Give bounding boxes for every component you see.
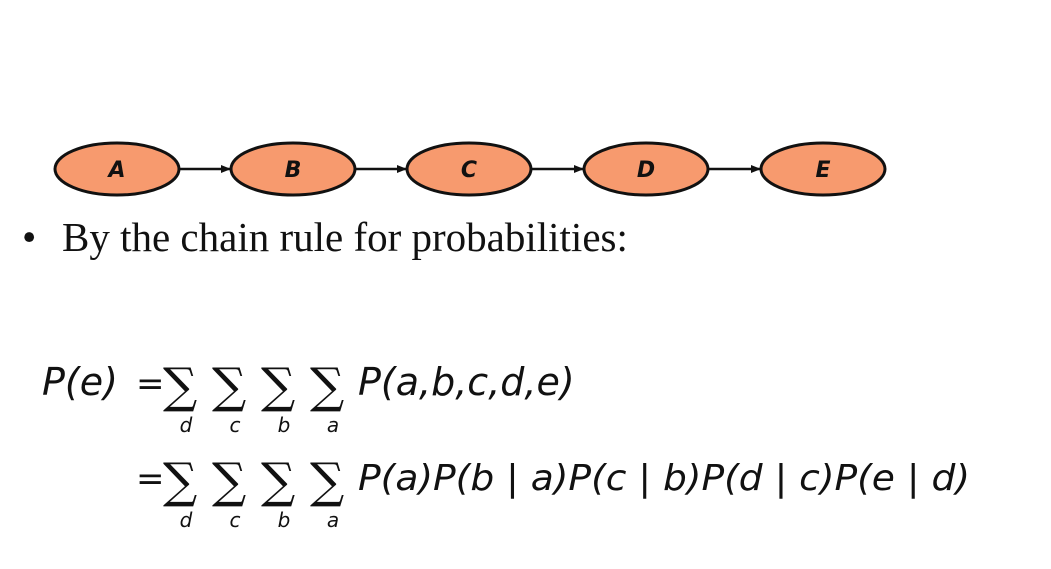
sum-symbol-a-2: ∑ <box>310 453 344 509</box>
node-c: C <box>405 141 533 197</box>
node-d: D <box>582 141 710 197</box>
equals-sign-1: = <box>136 364 165 404</box>
sum-index-d-1: d <box>180 413 193 437</box>
joint-probability: P(a,b,c,d,e) <box>358 360 575 404</box>
sum-symbol-d-2: ∑ <box>163 453 197 509</box>
node-a-shape <box>53 141 181 197</box>
sum-symbol-b-2: ∑ <box>261 453 295 509</box>
sum-index-d-2: d <box>180 508 193 532</box>
sum-index-c-1: c <box>230 413 241 437</box>
node-b-shape <box>229 141 357 197</box>
node-e-shape <box>759 141 887 197</box>
bullet-text: By the chain rule for probabilities: <box>62 214 628 260</box>
factorized-probability: P(a)P(b | a)P(c | b)P(d | c)P(e | d) <box>358 458 970 499</box>
equation-line-1: P(e) = ∑ ∑ ∑ ∑ d c b a P(a,b,c,d,e) <box>42 358 575 437</box>
sum-index-c-2: c <box>230 508 241 532</box>
sum-index-a-1: a <box>327 413 339 437</box>
node-c-label: C <box>461 158 477 183</box>
node-d-shape <box>582 141 710 197</box>
sum-symbol-c-2: ∑ <box>212 453 246 509</box>
bullet-point: • By the chain rule for probabilities: <box>22 213 628 261</box>
sum-symbol-a-1: ∑ <box>310 358 344 414</box>
node-a: A <box>53 141 181 197</box>
node-b-label: B <box>285 158 302 183</box>
sum-index-b-2: b <box>278 508 291 532</box>
sum-index-a-2: a <box>327 508 339 532</box>
node-d-label: D <box>637 158 655 183</box>
node-e: E <box>759 141 887 197</box>
sum-symbol-c-1: ∑ <box>212 358 246 414</box>
node-b: B <box>229 141 357 197</box>
bullet-symbol: • <box>22 214 37 260</box>
sum-index-b-1: b <box>278 413 291 437</box>
node-e-label: E <box>815 158 830 183</box>
equation-line-2: = ∑ ∑ ∑ ∑ d c b a P(a)P(b | a)P(c | b)P(… <box>136 453 970 532</box>
node-c-shape <box>405 141 533 197</box>
node-a-label: A <box>106 158 125 183</box>
equation-lhs: P(e) <box>42 360 118 404</box>
sum-symbol-b-1: ∑ <box>261 358 295 414</box>
sum-symbol-d-1: ∑ <box>163 358 197 414</box>
equals-sign-2: = <box>136 459 165 499</box>
